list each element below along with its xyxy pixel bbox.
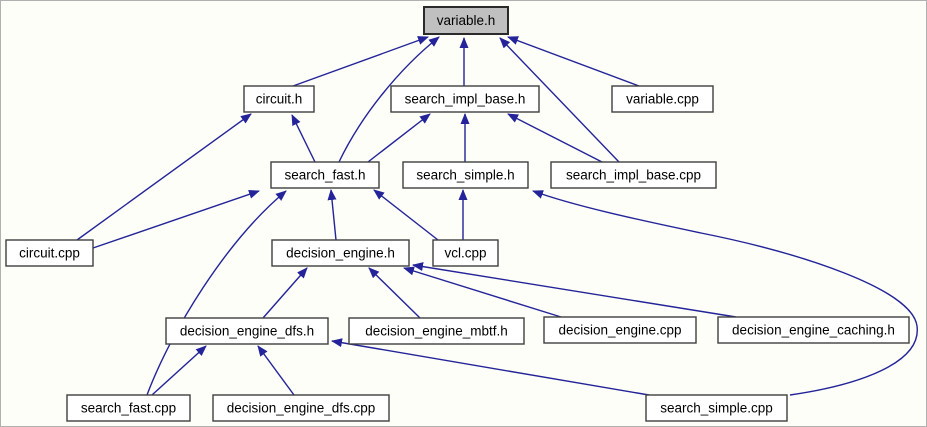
graph-node-vcl.cpp[interactable]: vcl.cpp xyxy=(432,239,499,267)
graph-node-decision_engine_dfs.h[interactable]: decision_engine_dfs.h xyxy=(165,317,329,345)
graph-edge-decision_engine.h-to-search_fast.h xyxy=(327,189,337,241)
graph-node-decision_engine.cpp[interactable]: decision_engine.cpp xyxy=(543,316,697,344)
node-label: search_simple.h xyxy=(416,168,514,183)
node-label: variable.cpp xyxy=(626,92,699,107)
graph-node-search_impl_base.cpp[interactable]: search_impl_base.cpp xyxy=(550,161,717,189)
graph-edge-circuit.h-to-variable.h xyxy=(292,36,429,87)
graph-edge-search_impl_base.cpp-to-variable.h xyxy=(499,37,620,163)
node-label: variable.h xyxy=(437,13,496,28)
graph-node-search_impl_base.h[interactable]: search_impl_base.h xyxy=(390,85,540,113)
graph-edge-search_simple.cpp-to-search_simple.h xyxy=(532,190,918,396)
node-box[interactable] xyxy=(402,161,529,189)
graph-edge-variable.cpp-to-variable.h xyxy=(507,36,640,87)
node-box[interactable] xyxy=(390,85,540,113)
graph-node-search_simple.cpp[interactable]: search_simple.cpp xyxy=(645,394,788,422)
graph-node-search_fast.h[interactable]: search_fast.h xyxy=(270,161,380,189)
node-box[interactable] xyxy=(66,394,191,422)
node-label: search_fast.h xyxy=(284,168,365,183)
node-label: decision_engine.cpp xyxy=(558,323,681,338)
node-box[interactable] xyxy=(5,239,94,267)
graph-edge-search_fast.h-to-search_impl_base.h xyxy=(367,113,431,163)
node-box xyxy=(423,6,509,35)
graph-node-search_simple.h[interactable]: search_simple.h xyxy=(402,161,529,189)
node-box[interactable] xyxy=(165,317,329,345)
graph-edge-search_simple.cpp-to-decision_engine_dfs.h xyxy=(331,338,650,396)
node-label: decision_engine.h xyxy=(286,246,395,261)
node-label: vcl.cpp xyxy=(444,246,486,261)
graph-edge-decision_engine_dfs.h-to-decision_engine.h xyxy=(262,267,308,319)
node-label: search_simple.cpp xyxy=(660,401,773,416)
graph-node-decision_engine_caching.h[interactable]: decision_engine_caching.h xyxy=(717,316,910,344)
node-box[interactable] xyxy=(717,316,910,344)
node-box[interactable] xyxy=(432,239,499,267)
graph-edge-circuit.cpp-to-circuit.h xyxy=(76,113,252,241)
node-box[interactable] xyxy=(550,161,717,189)
graph-node-decision_engine_mbtf.h[interactable]: decision_engine_mbtf.h xyxy=(348,317,525,345)
graph-edge-decision_engine_caching.h-to-decision_engine.h xyxy=(412,262,737,318)
graph-node-decision_engine.h[interactable]: decision_engine.h xyxy=(271,239,410,267)
graph-edge-search_fast.h-to-circuit.h xyxy=(291,114,316,163)
node-label: search_impl_base.h xyxy=(405,92,526,107)
graph-edges xyxy=(76,36,918,396)
graph-edge-search_fast.h-to-variable.h xyxy=(338,36,440,163)
graph-node-circuit.cpp[interactable]: circuit.cpp xyxy=(5,239,94,267)
graph-edge-circuit.cpp-to-search_fast.h xyxy=(92,189,260,249)
graph-node-decision_engine_dfs.cpp[interactable]: decision_engine_dfs.cpp xyxy=(212,394,390,422)
node-label: decision_engine_dfs.h xyxy=(180,324,314,339)
node-box[interactable] xyxy=(212,394,390,422)
graph-edge-search_impl_base.cpp-to-search_impl_base.h xyxy=(507,113,603,163)
node-label: search_fast.cpp xyxy=(81,401,176,416)
node-label: circuit.cpp xyxy=(19,246,80,261)
node-label: search_impl_base.cpp xyxy=(566,168,701,183)
graph-edge-decision_engine_mbtf.h-to-decision_engine.h xyxy=(368,267,421,319)
node-box[interactable] xyxy=(271,239,410,267)
graph-node-variable.cpp[interactable]: variable.cpp xyxy=(611,85,714,113)
node-box[interactable] xyxy=(645,394,788,422)
node-label: decision_engine_caching.h xyxy=(732,323,895,338)
node-label: decision_engine_mbtf.h xyxy=(365,324,508,339)
graph-edge-search_fast.cpp-to-decision_engine_dfs.h xyxy=(151,345,207,396)
node-label: decision_engine_dfs.cpp xyxy=(227,401,376,416)
graph-edge-vcl.cpp-to-search_fast.h xyxy=(373,189,439,241)
graph-node-circuit.h[interactable]: circuit.h xyxy=(243,85,315,113)
node-label: circuit.h xyxy=(256,92,303,107)
node-box[interactable] xyxy=(348,317,525,345)
graph-edge-search_fast.cpp-to-search_fast.h xyxy=(146,190,287,396)
graph-nodes: variable.h circuit.h search_impl_base.h var… xyxy=(5,6,910,422)
node-box[interactable] xyxy=(243,85,315,113)
graph-node-search_fast.cpp[interactable]: search_fast.cpp xyxy=(66,394,191,422)
graph-node-variable.h: variable.h xyxy=(423,6,509,35)
node-box[interactable] xyxy=(611,85,714,113)
graph-edge-decision_engine.cpp-to-decision_engine.h xyxy=(403,266,562,318)
graph-edge-decision_engine_dfs.cpp-to-decision_engine_dfs.h xyxy=(257,345,295,396)
node-box[interactable] xyxy=(543,316,697,344)
node-box[interactable] xyxy=(270,161,380,189)
